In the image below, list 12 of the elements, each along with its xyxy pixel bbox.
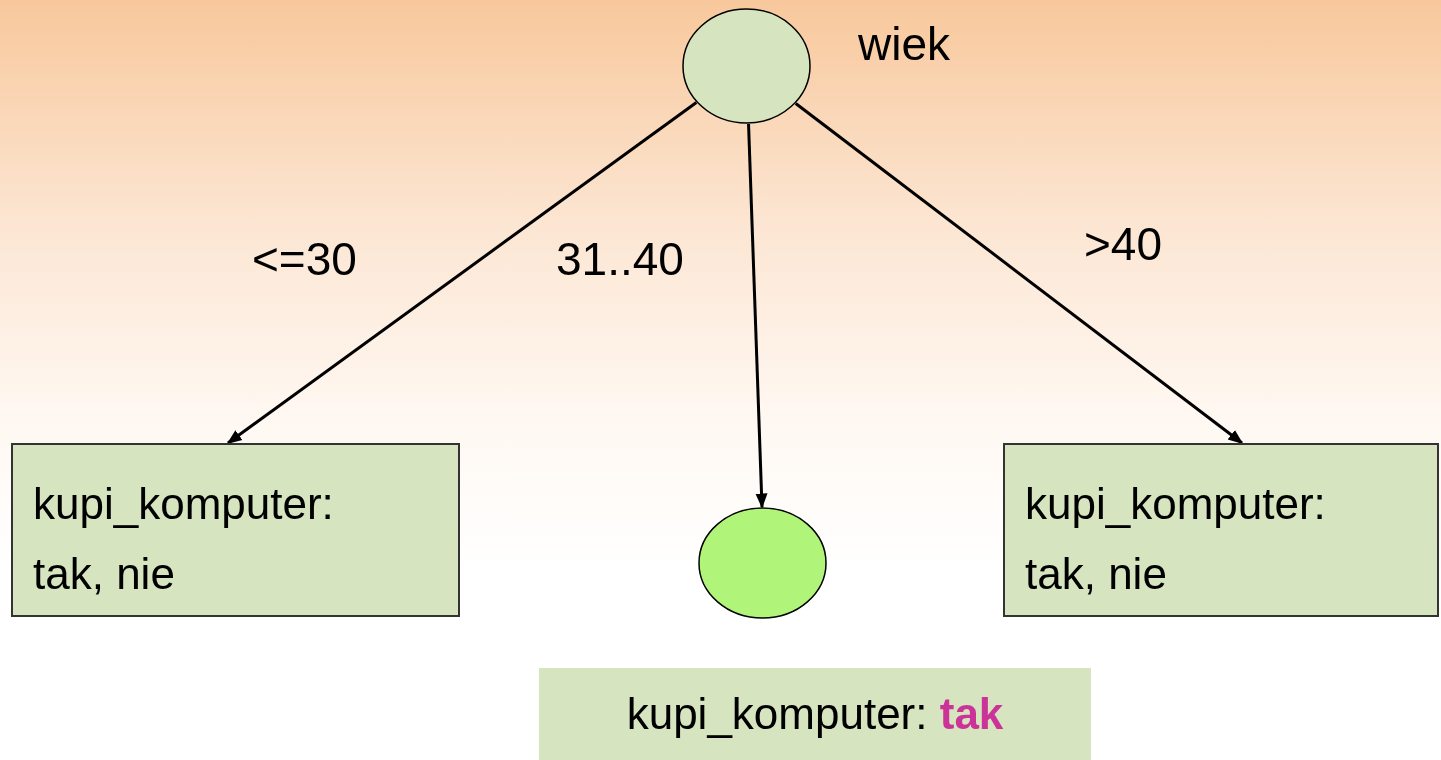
leaf-box: kupi_komputer: tak, nie xyxy=(11,443,460,617)
edge-label: 31..40 xyxy=(556,232,684,287)
result-label: kupi_komputer: tak xyxy=(539,668,1091,760)
edge-label: <=30 xyxy=(252,232,357,287)
leaf-box: kupi_komputer: tak, nie xyxy=(1003,443,1439,617)
arrow xyxy=(794,102,1244,445)
tree-node-circle xyxy=(682,8,811,124)
arrow xyxy=(226,101,698,445)
tree-node-circle xyxy=(698,507,827,619)
arrow xyxy=(747,123,768,509)
edge-label: >40 xyxy=(1084,217,1163,272)
node-caption: wiek xyxy=(858,17,951,72)
